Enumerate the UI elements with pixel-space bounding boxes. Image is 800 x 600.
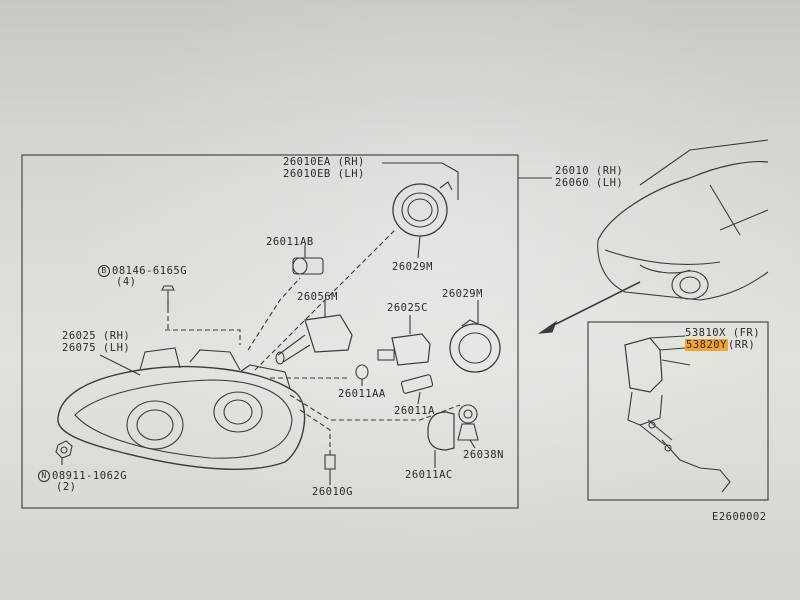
nut-qty: (2) [56, 481, 77, 493]
housing-label-rh: 26025 (RH) [62, 330, 131, 342]
bolt-symbol: B [98, 265, 110, 277]
sensor-rear-label: 53820Y(RR) [685, 339, 756, 351]
nut-symbol: N [38, 470, 50, 482]
assembly-label-rh: 26010 (RH) [555, 165, 624, 177]
diagram-code: E2600002 [712, 511, 767, 523]
bolt-qty: (4) [116, 276, 137, 288]
part-26029m-top: 26029M [392, 261, 433, 273]
part-26025c: 26025C [387, 302, 428, 314]
inset-frame [587, 321, 769, 501]
part-26056m: 26056M [297, 291, 338, 303]
sensor-rear-suffix: (RR) [727, 339, 756, 351]
assembly-label-lh: 26060 (LH) [555, 177, 624, 189]
cover-label-rh: 26010EA (RH) [283, 156, 365, 168]
part-26011ac: 26011AC [405, 469, 453, 481]
part-26029m-side: 26029M [442, 288, 483, 300]
part-26011aa: 26011AA [338, 388, 386, 400]
cover-label-lh: 26010EB (LH) [283, 168, 365, 180]
bolt-number: 08146-6165G [112, 265, 188, 277]
housing-label-lh: 26075 (LH) [62, 342, 131, 354]
sensor-rear-number-highlight: 53820Y [685, 339, 728, 351]
part-26011ab: 26011AB [266, 236, 314, 248]
main-frame [21, 154, 519, 509]
part-26038n: 26038N [463, 449, 504, 461]
sensor-front-label: 53810X (FR) [685, 327, 761, 339]
nut-number: 08911-1062G [52, 470, 128, 482]
part-26011a: 26011A [394, 405, 435, 417]
part-26010g: 26010G [312, 486, 353, 498]
